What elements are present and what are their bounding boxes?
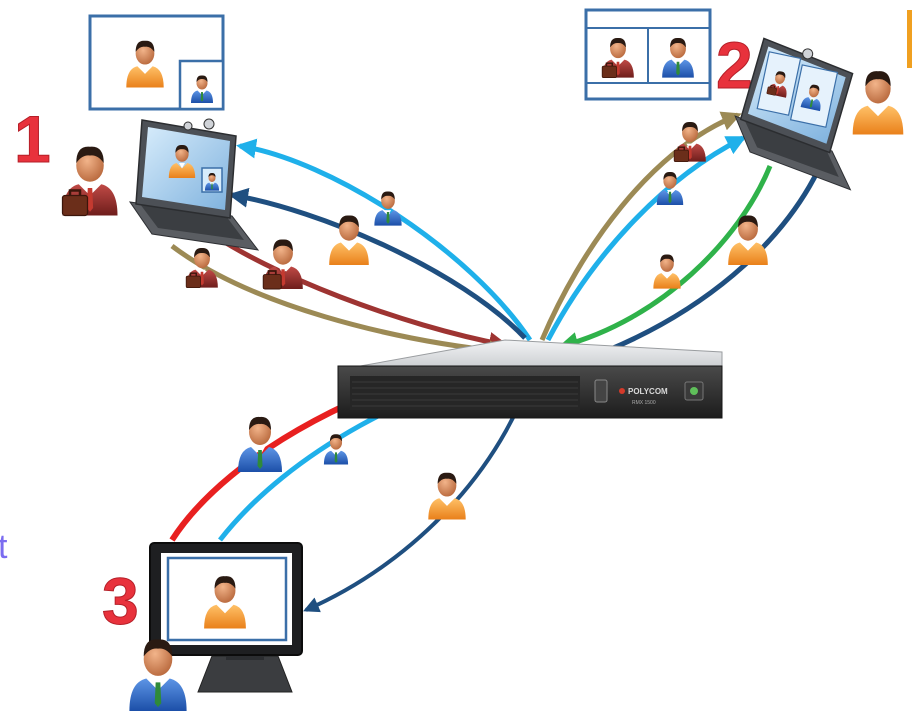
laptop-icon xyxy=(724,35,879,191)
person-icon xyxy=(673,121,707,163)
stream-to-endpoint-2-olive xyxy=(539,111,742,341)
endpoint-2: 2 xyxy=(584,8,904,289)
edge-accent-bar xyxy=(907,10,912,68)
mcu-server-icon: POLYCOM RMX 1500 xyxy=(337,339,723,419)
endpoint-2-label: 2 xyxy=(716,28,753,102)
camera-icon xyxy=(203,118,215,130)
stream-from-endpoint-1-olive xyxy=(170,244,509,361)
person-icon xyxy=(728,215,768,265)
person-icon xyxy=(61,145,119,217)
camera-icon xyxy=(802,48,814,60)
mcu-model: RMX 1500 xyxy=(632,400,656,406)
stream-from-endpoint-1-maroon xyxy=(204,227,509,352)
cut-off-text: t xyxy=(0,528,8,566)
person-icon xyxy=(185,247,219,289)
person-icon xyxy=(852,71,904,135)
laptop-icon xyxy=(129,118,259,251)
person-icon xyxy=(374,191,402,226)
person-icon xyxy=(323,434,349,465)
endpoint-1: 1 xyxy=(14,14,402,290)
endpoint-3: 3 xyxy=(102,416,466,711)
stream-from-endpoint-2-green xyxy=(558,165,773,352)
monitor-icon xyxy=(149,542,303,693)
endpoint-1-label: 1 xyxy=(14,102,51,176)
layout-frame-endpoint-2 xyxy=(584,8,712,101)
endpoint-3-label: 3 xyxy=(102,564,139,638)
mcu-brand: POLYCOM xyxy=(628,387,668,396)
stream-to-endpoint-2-light xyxy=(545,135,747,342)
person-icon xyxy=(653,254,681,289)
layout-frame-endpoint-1 xyxy=(88,14,225,111)
stream-to-endpoint-1-dark xyxy=(228,187,527,340)
stream-from-endpoint-2-dark xyxy=(568,154,828,369)
